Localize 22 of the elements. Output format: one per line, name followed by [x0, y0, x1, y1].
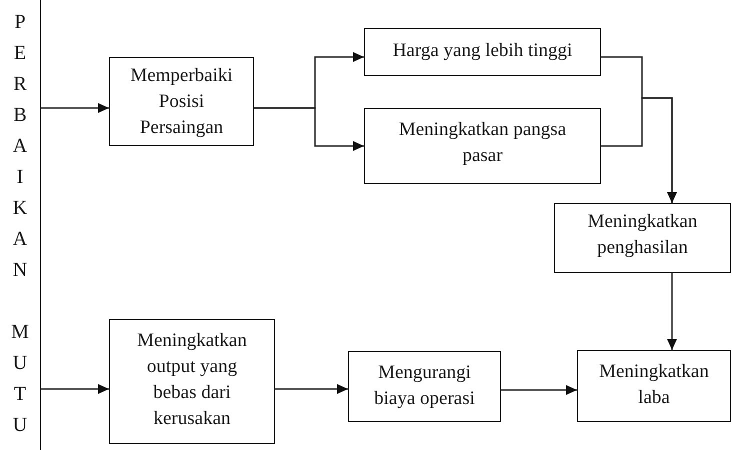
process-box [364, 108, 601, 184]
box-text: Meningkatkan laba [598, 360, 710, 410]
arrow [254, 107, 364, 151]
process-box [348, 351, 501, 422]
arrow [41, 384, 109, 394]
arrow [501, 385, 577, 395]
process-box [554, 203, 731, 273]
process-box [109, 57, 254, 146]
box-text: Meningkatkan output yang bebas dari kerusakan [136, 328, 248, 430]
process-box [577, 350, 731, 422]
arrow [667, 273, 677, 350]
box-text: Memperbaiki Posisi Persaingan [129, 64, 234, 140]
arrow [601, 97, 677, 203]
box-text: Harga yang lebih tinggi [392, 39, 572, 63]
process-box [364, 28, 601, 76]
box-text: Meningkatkan penghasilan [586, 210, 698, 260]
process-box [109, 319, 275, 444]
box-text: Meningkatkan pangsa pasar [398, 118, 568, 168]
box-text: Mengurangi biaya operasi [373, 360, 476, 410]
arrow [41, 103, 109, 113]
arrow [275, 384, 348, 394]
vertical-label: PERBAIKAN MUTU [10, 10, 30, 438]
